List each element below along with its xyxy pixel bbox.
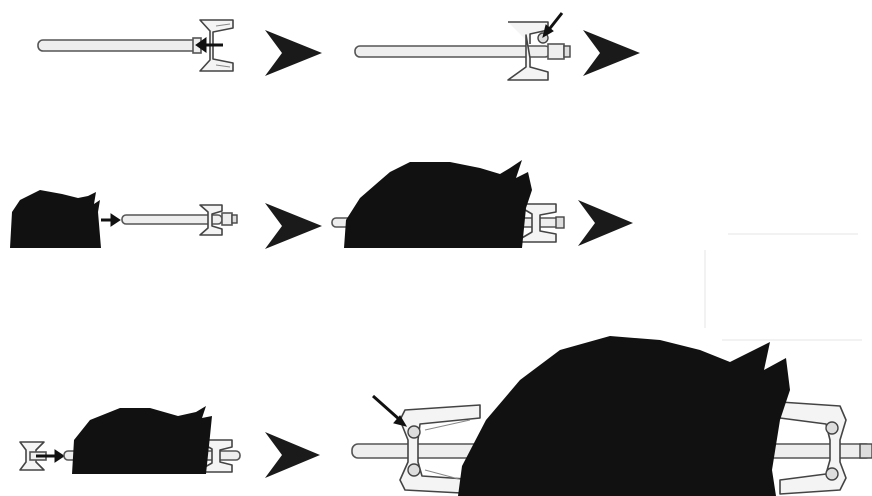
row-2-step-2-poultry-on-spit [331,160,565,248]
push-arrow-icon [195,37,223,53]
row-3-step-2-assembled-spit [351,336,872,496]
row-2-step-1-poultry [10,190,101,248]
chevron-right-icon [265,203,322,249]
chevron-right-icon [578,200,633,246]
pointer-arrow-icon [542,12,564,39]
insert-arrow-icon [101,213,121,227]
chevron-right-icon [583,30,640,76]
row-2-step-1-spit [121,204,238,236]
chevron-right-icon [265,30,322,76]
row-1-step-2-fork-mounted [354,21,571,81]
chevron-right-icon [265,432,320,478]
slide-arrow-icon [36,449,65,463]
row-3-step-1-poultry-on-spit [63,406,241,474]
pointer-arrow-icon [372,394,408,427]
